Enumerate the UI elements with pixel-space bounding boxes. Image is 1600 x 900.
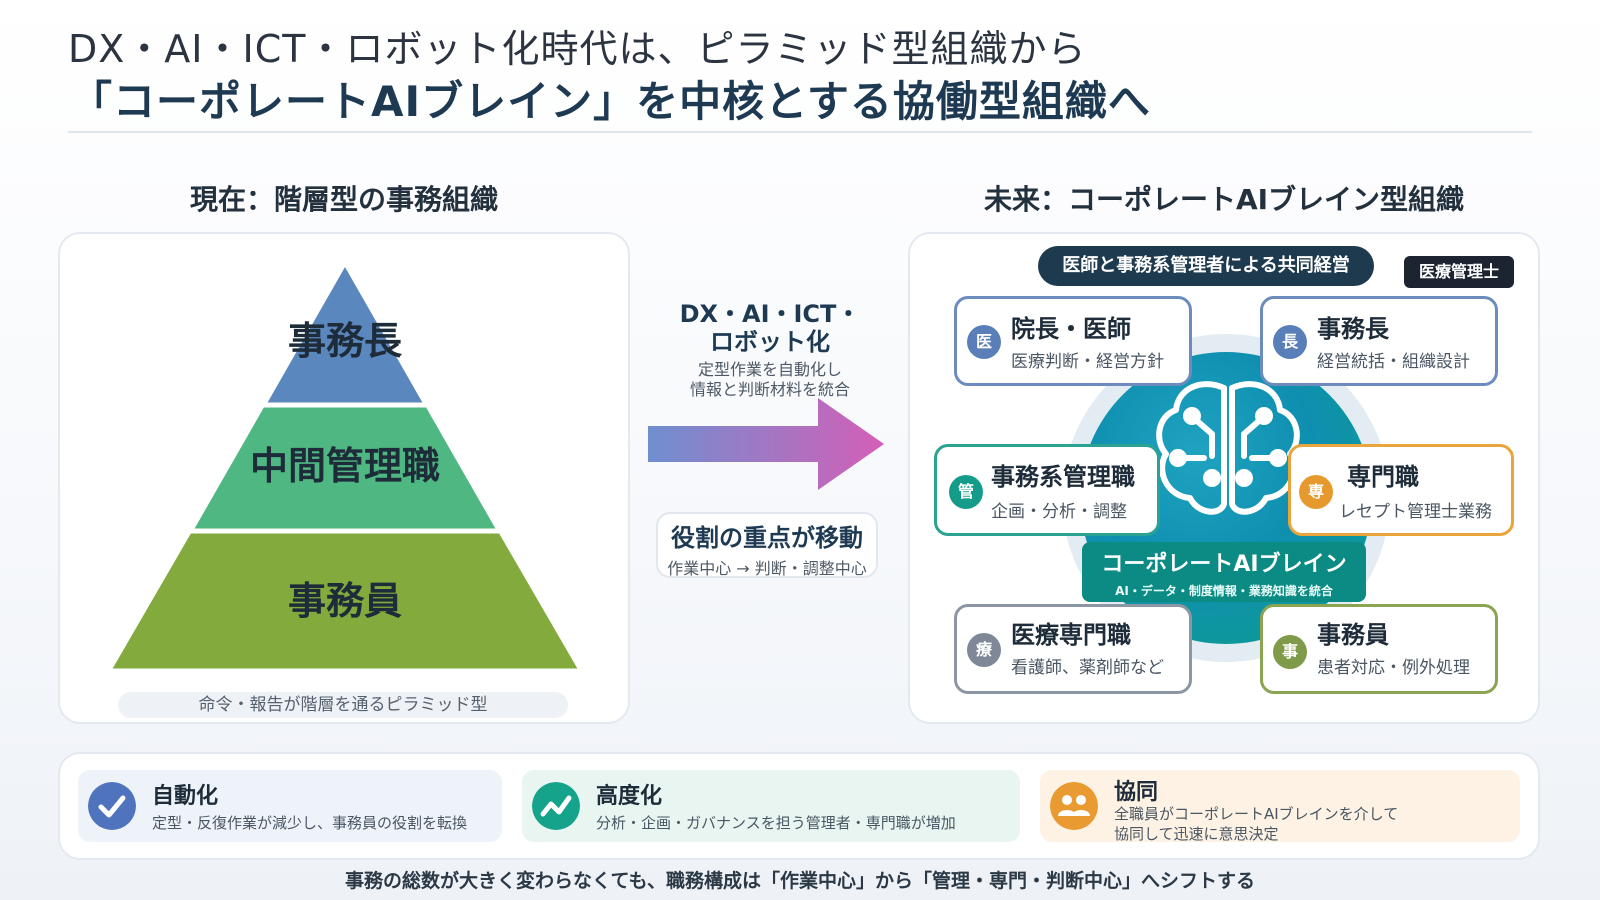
advancement-desc: 分析・企画・ガバナンスを担う管理者・専門職が増加 bbox=[596, 814, 956, 832]
role-badge-director: 医 bbox=[967, 325, 1001, 359]
transition-desc-line-1: 定型作業を自動化し bbox=[697, 360, 842, 379]
trend-line-icon bbox=[532, 782, 580, 830]
joint-management-pill: 医師と事務系管理者による共同経営 bbox=[1038, 246, 1374, 286]
title-line-1: DX・AI・ICT・ロボット化時代は、ピラミッド型組織から bbox=[68, 27, 1087, 71]
pyramid-tier-bottom bbox=[107, 530, 583, 672]
transition-title-line-1: DX・AI・ICT・ bbox=[679, 300, 861, 328]
transition-arrow-icon bbox=[648, 398, 884, 490]
automation-desc: 定型・反復作業が減少し、事務員の役割を転換 bbox=[152, 814, 468, 832]
transition-title: DX・AI・ICT・ ロボット化 bbox=[650, 300, 890, 356]
collaboration-desc-line-2: 協同して迅速に意思決定 bbox=[1114, 825, 1279, 843]
people-group-icon bbox=[1050, 782, 1098, 830]
brain-title: コーポレートAIブレイン bbox=[1101, 552, 1347, 577]
medical-manager-tag: 医療管理士 bbox=[1404, 256, 1514, 288]
role-card-admin-head: 長 事務長 経営統括・組織設計 bbox=[1260, 296, 1498, 386]
brain-subtitle: AI・データ・制度情報・業務知識を統合 bbox=[1115, 584, 1333, 598]
collaboration-desc-line-1: 全職員がコーポレートAIブレインを介して bbox=[1114, 805, 1399, 823]
role-desc-medical-staff: 看護師、薬剤師など bbox=[1011, 658, 1164, 678]
role-desc-specialist: レセプト管理士業務 bbox=[1339, 502, 1492, 522]
role-title-specialist: 専門職 bbox=[1347, 463, 1419, 491]
summary-card-advancement: 高度化 分析・企画・ガバナンスを担う管理者・専門職が増加 bbox=[522, 770, 1020, 842]
role-shift-title: 役割の重点が移動 bbox=[671, 524, 863, 552]
advancement-title: 高度化 bbox=[596, 784, 663, 809]
role-desc-clerk: 患者対応・例外処理 bbox=[1317, 658, 1470, 678]
pyramid-label-bottom: 事務員 bbox=[288, 579, 402, 623]
collaboration-desc: 全職員がコーポレートAIブレインを介して 協同して迅速に意思決定 bbox=[1114, 804, 1398, 844]
role-badge-office-manager: 管 bbox=[949, 475, 983, 509]
role-title-clerk: 事務員 bbox=[1317, 621, 1389, 649]
brain-label-box: コーポレートAIブレイン AI・データ・制度情報・業務知識を統合 bbox=[1082, 542, 1366, 602]
collaboration-title: 協同 bbox=[1114, 780, 1159, 805]
summary-card-automation: 自動化 定型・反復作業が減少し、事務員の役割を転換 bbox=[78, 770, 502, 842]
role-shift-subtitle: 作業中心 → 判断・調整中心 bbox=[667, 559, 867, 578]
role-card-director: 医 院長・医師 医療判断・経営方針 bbox=[954, 296, 1192, 386]
role-card-medical-staff: 療 医療専門職 看護師、薬剤師など bbox=[954, 604, 1192, 694]
pyramid-tier-middle bbox=[189, 404, 501, 532]
role-badge-admin-head: 長 bbox=[1273, 325, 1307, 359]
role-badge-clerk: 事 bbox=[1273, 635, 1307, 669]
role-card-clerk: 事 事務員 患者対応・例外処理 bbox=[1260, 604, 1498, 694]
pyramid-label-top: 事務長 bbox=[288, 319, 403, 363]
header-divider bbox=[68, 131, 1532, 133]
brain-circuit-icon bbox=[1156, 381, 1300, 515]
summary-card-collaboration: 協同 全職員がコーポレートAIブレインを介して 協同して迅速に意思決定 bbox=[1040, 770, 1520, 844]
role-title-admin-head: 事務長 bbox=[1317, 315, 1389, 343]
footer-conclusion: 事務の総数が大きく変わらなくても、職務構成は「作業中心」から「管理・専門・判断中… bbox=[345, 870, 1255, 892]
pyramid-caption: 命令・報告が階層を通るピラミッド型 bbox=[118, 692, 568, 718]
check-circle-icon bbox=[88, 782, 136, 830]
role-card-specialist: 専 専門職 レセプト管理士業務 bbox=[1288, 444, 1514, 536]
role-desc-office-manager: 企画・分析・調整 bbox=[991, 502, 1127, 522]
transition-title-line-2: ロボット化 bbox=[710, 328, 830, 356]
current-org-heading: 現在：階層型の事務組織 bbox=[189, 183, 498, 216]
automation-title: 自動化 bbox=[152, 784, 219, 809]
role-badge-medical-staff: 療 bbox=[967, 633, 1001, 667]
title-line-2: 「コーポレートAIブレイン」を中核とする協働型組織へ bbox=[70, 77, 1151, 126]
role-shift-box: 役割の重点が移動 作業中心 → 判断・調整中心 bbox=[656, 512, 878, 578]
role-title-director: 院長・医師 bbox=[1011, 315, 1131, 343]
pyramid-label-middle: 中間管理職 bbox=[250, 444, 440, 488]
role-desc-admin-head: 経営統括・組織設計 bbox=[1317, 352, 1470, 372]
pyramid-tier-top bbox=[262, 264, 428, 406]
transition-description: 定型作業を自動化し 情報と判断材料を統合 bbox=[650, 360, 890, 400]
role-card-office-manager: 管 事務系管理職 企画・分析・調整 bbox=[934, 444, 1160, 536]
transition-desc-line-2: 情報と判断材料を統合 bbox=[689, 380, 850, 399]
role-title-medical-staff: 医療専門職 bbox=[1011, 621, 1131, 649]
hierarchy-pyramid: 事務長 中間管理職 事務員 bbox=[107, 264, 583, 672]
role-title-office-manager: 事務系管理職 bbox=[991, 463, 1135, 491]
future-org-heading: 未来：コーポレートAIブレイン型組織 bbox=[983, 183, 1465, 216]
role-badge-specialist: 専 bbox=[1299, 475, 1333, 509]
role-desc-director: 医療判断・経営方針 bbox=[1011, 352, 1164, 372]
